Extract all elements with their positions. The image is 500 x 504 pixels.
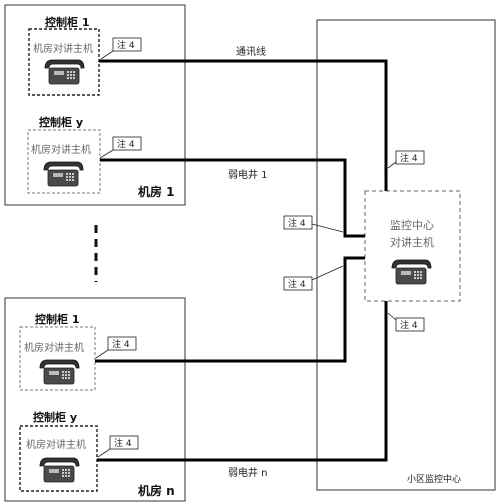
monitoring-center-label: 小区监控中心 xyxy=(407,473,461,485)
wire-room1-cabinet1 xyxy=(99,59,388,191)
note-label: 注 4 xyxy=(288,278,306,290)
note-box xyxy=(112,37,142,52)
note-label: 注 4 xyxy=(117,39,135,51)
note-label: 注 4 xyxy=(112,338,130,350)
note-label: 注 4 xyxy=(400,152,418,164)
center-host-box xyxy=(364,190,461,302)
note-box xyxy=(395,317,425,332)
note-leader xyxy=(97,448,111,458)
monitoring-center-frame xyxy=(316,19,496,491)
cabinet-y-title: 控制柜 y xyxy=(39,115,83,129)
cabinet-1-host-label: 机房对讲主机 xyxy=(24,341,84,354)
note-leader xyxy=(99,149,114,159)
wire-roomN-cabinet1 xyxy=(95,256,365,363)
note-label: 注 4 xyxy=(114,437,132,449)
cabinet-1-title: 控制柜 1 xyxy=(45,15,89,29)
shaft-n-label: 弱电井 n xyxy=(228,466,268,479)
center-host-label: 对讲主机 xyxy=(390,235,434,249)
cabinet-y-title: 控制柜 y xyxy=(33,410,77,424)
intercom-phone-icon xyxy=(39,359,80,385)
comm-line-label: 通讯线 xyxy=(236,45,266,58)
note-label: 注 4 xyxy=(117,138,135,150)
note-box xyxy=(107,336,137,351)
note-leader xyxy=(100,50,114,60)
cabinet-1-box xyxy=(19,326,96,391)
room-n-label: 机房 n xyxy=(138,483,175,498)
note-box xyxy=(112,136,142,151)
note-leader xyxy=(387,312,397,321)
cabinet-y-box xyxy=(19,425,98,492)
center-host-label: 监控中心 xyxy=(390,218,434,232)
intercom-phone-icon xyxy=(39,457,80,483)
intercom-phone-icon xyxy=(391,259,432,285)
note-label: 注 4 xyxy=(288,217,306,229)
room-1-frame xyxy=(4,4,186,206)
note-leader xyxy=(311,223,344,233)
wire-roomN-cabinetY xyxy=(97,301,388,462)
room-1-label: 机房 1 xyxy=(138,184,175,199)
cabinet-1-host-label: 机房对讲主机 xyxy=(33,42,93,55)
note-leader xyxy=(387,161,397,169)
wire-room1-cabinetY xyxy=(100,158,365,238)
cabinet-y-host-label: 机房对讲主机 xyxy=(31,143,91,156)
note-leader xyxy=(311,265,344,281)
intercom-phone-icon xyxy=(44,59,85,85)
cabinet-y-box xyxy=(27,129,101,194)
intercom-phone-icon xyxy=(43,161,84,187)
shaft-1-label: 弱电井 1 xyxy=(228,168,268,181)
note-label: 注 4 xyxy=(400,319,418,331)
note-box xyxy=(395,150,425,165)
note-box xyxy=(283,276,313,291)
room-n-frame xyxy=(4,297,186,502)
cabinet-y-host-label: 机房对讲主机 xyxy=(26,438,86,451)
note-leader xyxy=(95,349,109,359)
note-box xyxy=(283,215,313,230)
cabinet-1-title: 控制柜 1 xyxy=(35,312,79,326)
note-box xyxy=(109,435,139,450)
